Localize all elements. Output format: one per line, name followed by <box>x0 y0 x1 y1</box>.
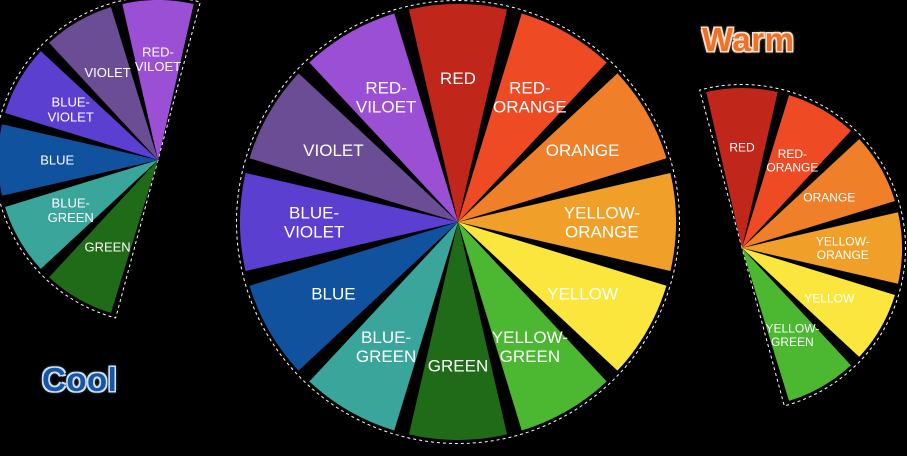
segment-label-violet: VIOLET <box>84 65 130 80</box>
wheel-segment-yellow-green[interactable] <box>742 248 851 401</box>
segment-label-yellow: YELLOW <box>804 292 855 306</box>
segment-label-green: GREEN <box>428 357 488 376</box>
segment-label-blue-violet: BLUE-VIOLET <box>284 203 344 241</box>
wheel-segment-green[interactable] <box>408 222 508 440</box>
wheel-segment-red-viloet[interactable] <box>309 13 458 223</box>
cool-colors-half-wheel: RED-VILOET VIOLET BLUE-VIOLET BLUE BLUE-GREE… <box>0 0 201 319</box>
segment-label-yellow-orange: YELLOW-ORANGE <box>816 234 870 261</box>
segment-label-yellow: YELLOW <box>547 285 618 304</box>
segment-label-orange: ORANGE <box>546 141 620 160</box>
wheel-segment-green[interactable] <box>49 160 158 313</box>
segment-label-yellow-green: YELLOW-GREEN <box>492 328 568 366</box>
segment-label-blue-violet: BLUE-VIOLET <box>48 95 94 125</box>
cool-group-title: Cool <box>42 361 118 398</box>
segment-label-blue-green: BLUE-GREEN <box>356 328 416 366</box>
twelve-part-color-wheel: RED RED-ORANGE ORANGE YELLOW-ORANGE YELLOW YE… <box>236 0 680 444</box>
segment-label-red-orange: RED-ORANGE <box>766 147 818 174</box>
wheel-segment-blue[interactable] <box>0 124 158 196</box>
wheel-outline <box>699 84 906 407</box>
segment-label-green: GREEN <box>84 240 130 255</box>
wheel-outline <box>0 0 201 319</box>
wheel-segment-red[interactable] <box>408 4 508 222</box>
wheel-segment-violet[interactable] <box>49 7 158 160</box>
wheel-outline <box>236 0 680 444</box>
wheel-segment-yellow-orange[interactable] <box>742 212 902 284</box>
wheel-segment-red-orange[interactable] <box>742 95 851 248</box>
segment-label-red: RED <box>729 140 755 154</box>
segment-label-violet: VIOLET <box>303 141 363 160</box>
warm-colors-half-wheel: RED RED-ORANGE ORANGE YELLOW-ORANGE YELLOW YE… <box>699 84 906 407</box>
segment-label-blue: BLUE <box>40 152 74 167</box>
wheel-segment-yellow-orange[interactable] <box>458 172 676 272</box>
wheel-segment-yellow[interactable] <box>742 248 895 357</box>
wheel-segment-orange[interactable] <box>742 139 895 248</box>
wheel-segment-violet[interactable] <box>249 73 458 222</box>
segment-label-red-orange: RED-ORANGE <box>493 79 567 117</box>
segment-label-red-viloet: RED-VILOET <box>135 44 181 74</box>
wheel-segment-red-viloet[interactable] <box>122 0 194 161</box>
segment-label-red: RED <box>440 69 476 88</box>
segment-label-yellow-orange: YELLOW-ORANGE <box>564 203 640 241</box>
wheel-segment-red[interactable] <box>706 88 778 249</box>
wheel-segment-blue-green[interactable] <box>5 160 158 269</box>
segment-label-red-viloet: RED-VILOET <box>356 79 416 117</box>
wheel-segment-yellow-green[interactable] <box>458 222 607 431</box>
wheel-segment-blue-violet[interactable] <box>240 172 458 272</box>
wheel-segment-orange[interactable] <box>458 73 667 222</box>
segment-label-blue-green: BLUE-GREEN <box>48 196 94 226</box>
segment-label-blue: BLUE <box>311 285 355 304</box>
segment-label-orange: ORANGE <box>803 191 855 205</box>
wheel-segment-yellow[interactable] <box>458 222 667 371</box>
wheel-segment-blue-green[interactable] <box>309 222 458 431</box>
wheel-segment-blue[interactable] <box>249 222 458 371</box>
wheel-segment-red-orange[interactable] <box>458 13 607 223</box>
segment-label-yellow-green: YELLOW-GREEN <box>766 322 820 349</box>
warm-group-title: Warm <box>702 21 795 58</box>
wheel-segment-blue-violet[interactable] <box>5 51 158 160</box>
